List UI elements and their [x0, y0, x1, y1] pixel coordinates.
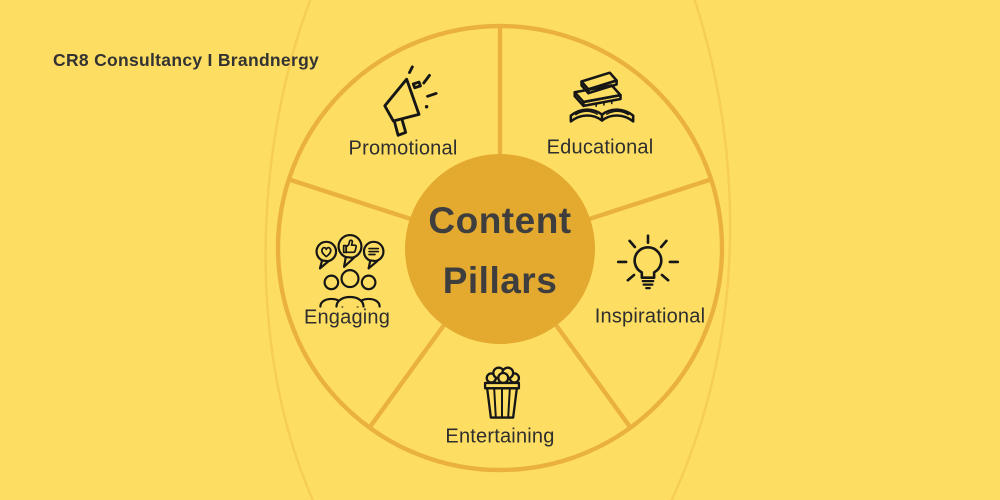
- lightbulb-icon: [613, 233, 683, 303]
- segment-label-educational: Educational: [546, 136, 654, 159]
- segment-label-inspirational: Inspirational: [594, 305, 706, 328]
- background-swirl-decoration: [264, 0, 732, 500]
- brand-text: CR8 Consultancy I Brandnergy: [53, 50, 320, 70]
- wheel-center-title: Content Pillars: [428, 191, 571, 311]
- social-engagement-icon: [306, 232, 394, 310]
- books-icon: [561, 62, 643, 138]
- center-title-line2: Pillars: [442, 260, 558, 301]
- segment-label-promotional: Promotional: [348, 137, 458, 160]
- popcorn-icon: [469, 359, 535, 425]
- wheel-hub-circle: [405, 154, 595, 344]
- segment-label-entertaining: Entertaining: [445, 425, 555, 448]
- center-title-line1: Content: [428, 200, 572, 241]
- segment-label-engaging: Engaging: [303, 306, 391, 329]
- megaphone-icon: [362, 64, 438, 140]
